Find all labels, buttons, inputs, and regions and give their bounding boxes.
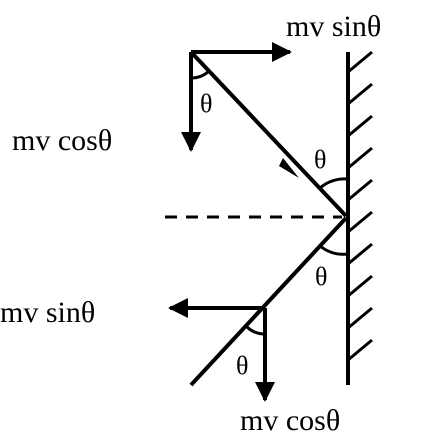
wall-lower-theta: θ xyxy=(315,262,327,291)
outgoing-corner-angle-arc xyxy=(245,325,266,336)
bottom-label: mv cosθ xyxy=(240,404,340,437)
incoming-corner-angle-arc xyxy=(190,69,211,80)
wall-upper-theta: θ xyxy=(314,145,326,174)
incoming-corner-theta: θ xyxy=(200,89,212,118)
wall-upper-angle-arc xyxy=(319,177,349,190)
incoming-direction-arrowhead xyxy=(279,158,299,178)
wall-lower-angle-arc xyxy=(319,244,349,256)
incoming-path-line xyxy=(189,50,348,218)
bottom-left-label: mv sinθ xyxy=(0,296,95,329)
top-right-label: mv sinθ xyxy=(286,10,381,43)
wall-hatching xyxy=(347,50,373,362)
wall xyxy=(346,50,373,385)
top-left-label: mv cosθ xyxy=(12,124,112,157)
outgoing-corner-theta: θ xyxy=(236,351,248,380)
outgoing-path-line xyxy=(189,216,348,387)
